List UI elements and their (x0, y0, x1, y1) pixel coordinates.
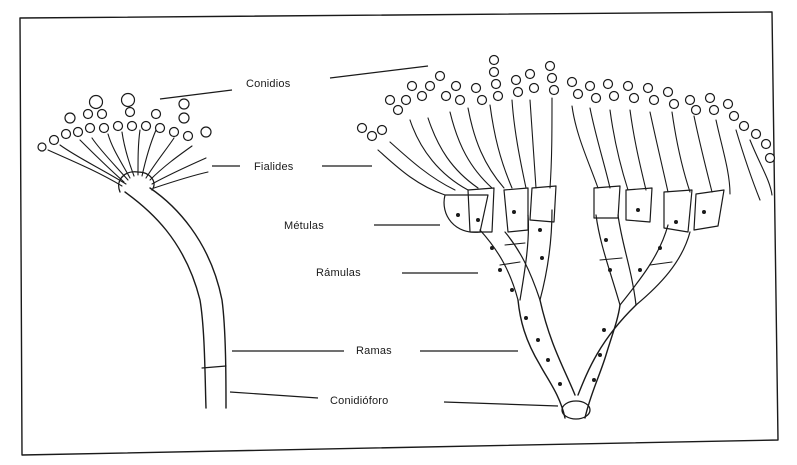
label-conidioforo-text: Conidióforo (330, 395, 388, 407)
label-metulas: Métulas (284, 220, 440, 232)
label-fialides-text: Fialides (254, 161, 294, 173)
left-conidia (38, 94, 211, 152)
label-ramas: Ramas (232, 345, 518, 357)
simple-conidiophore (38, 94, 226, 409)
label-ramas-text: Ramas (356, 345, 392, 357)
branched-conidiophore (358, 56, 775, 420)
label-metulas-text: Métulas (284, 220, 324, 232)
label-conidioforo: Conidióforo (230, 392, 558, 407)
right-conidia (358, 56, 775, 163)
label-ramulas: Rámulas (316, 267, 478, 279)
label-conidios: Conidios (160, 66, 428, 99)
right-metulae (444, 186, 724, 232)
label-ramulas-text: Rámulas (316, 267, 361, 279)
label-conidios-text: Conidios (246, 78, 291, 90)
cell-granules (456, 208, 706, 386)
label-fialides: Fialides (212, 161, 372, 173)
figure-frame (20, 12, 778, 455)
